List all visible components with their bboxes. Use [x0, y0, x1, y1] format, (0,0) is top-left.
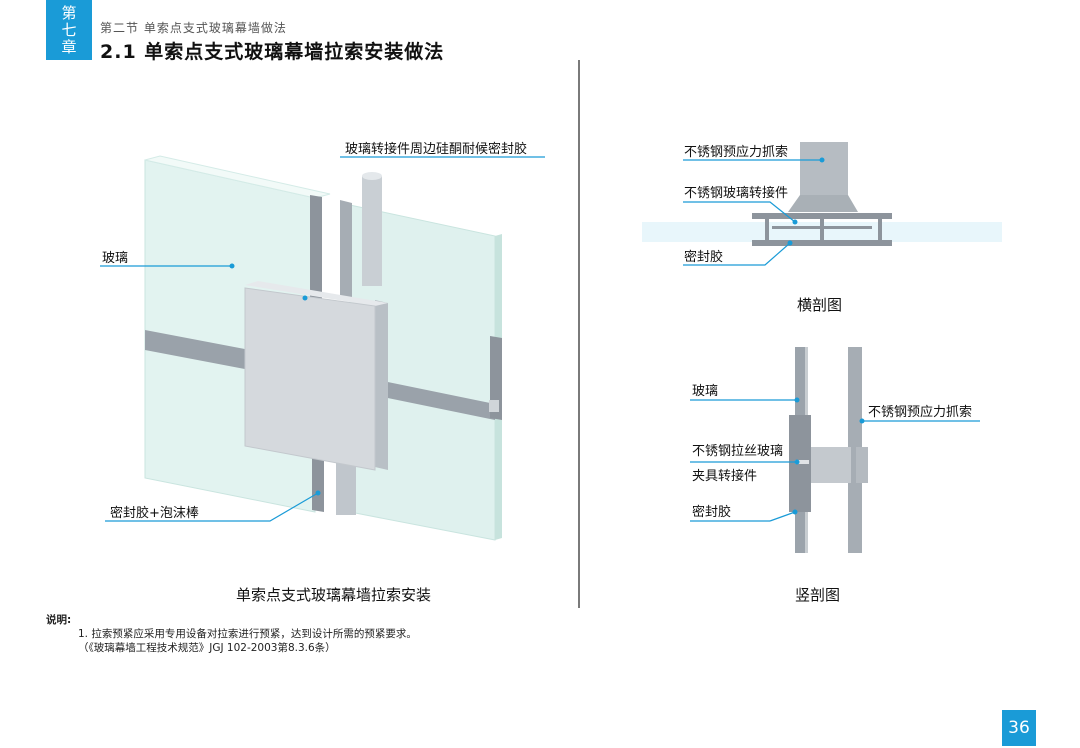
vertical-leader-lines	[690, 399, 980, 522]
right-edge-bolt	[489, 400, 499, 412]
notes-line: 1. 拉索预紧应采用专用设备对拉索进行预紧，达到设计所需的预紧要求。	[78, 628, 417, 640]
glass-pane-right	[848, 347, 862, 553]
notes-title: 说明:	[46, 614, 72, 626]
leader-adapter	[683, 201, 796, 223]
chapter-tab-char: 章	[61, 37, 77, 56]
spacer	[820, 219, 824, 240]
leader-sealant-foam	[105, 492, 319, 522]
caption-main: 单索点支式玻璃幕墙拉索安装	[236, 586, 432, 604]
label-glass: 玻璃	[102, 251, 129, 266]
adapter-plate-side	[375, 300, 388, 470]
notes: 说明: 1. 拉索预紧应采用专用设备对拉索进行预紧，达到设计所需的预紧要求。 （…	[46, 613, 417, 655]
inner-plate	[772, 226, 872, 229]
leader-dot	[315, 490, 321, 496]
leader-dot	[819, 157, 825, 163]
caption-horizontal: 横剖图	[797, 296, 843, 314]
clip-arm	[811, 447, 851, 483]
notes-line: （《玻璃幕墙工程技术规范》JGJ 102-2003第8.3.6条）	[78, 642, 336, 654]
horizontal-joint-right	[378, 380, 495, 420]
glass-pane-top	[752, 213, 892, 219]
horizontal-leader-lines	[683, 159, 822, 266]
chapter-tab-char: 第	[61, 3, 77, 22]
leader-dot	[792, 509, 798, 515]
page-number: 36	[1002, 710, 1036, 746]
vertical-section	[789, 347, 868, 553]
label-v-clip-1: 不锈钢拉丝玻璃	[692, 444, 784, 459]
leader-v-sealant-2	[769, 511, 796, 522]
label-sealant-perimeter: 玻璃转接件周边硅酮耐候密封胶	[345, 142, 528, 157]
right-edge-clip	[490, 336, 502, 420]
label-h-adapter: 不锈钢玻璃转接件	[684, 186, 789, 201]
leader-dot	[794, 459, 800, 465]
horizontal-section	[642, 142, 1002, 246]
chapter-tab: 第 七 章	[46, 0, 92, 60]
leader-dot	[302, 295, 308, 301]
vertical-joint-top	[310, 195, 322, 300]
adapter-plate-top	[245, 281, 388, 306]
adapter-plate	[244, 287, 376, 471]
leader-dot	[859, 418, 865, 424]
main-leader-lines	[100, 156, 545, 522]
caption-vertical: 竖剖图	[795, 586, 841, 604]
spacer	[765, 219, 769, 240]
label-v-sealant: 密封胶	[692, 505, 732, 520]
label-v-glass: 玻璃	[692, 384, 719, 399]
leader-dot	[229, 263, 235, 269]
isometric-curtain-wall	[144, 155, 502, 541]
leader-dot	[794, 397, 800, 403]
bolt	[795, 460, 809, 464]
cable-top-cap	[362, 172, 382, 180]
page-title: 2.1 单索点支式玻璃幕墙拉索安装做法	[100, 41, 445, 63]
glass-pane-bottom	[752, 240, 892, 246]
leader-sealant	[683, 242, 791, 266]
label-sealant-foam: 密封胶+泡沫棒	[110, 506, 199, 521]
label-v-clamp: 不锈钢预应力抓索	[868, 405, 973, 420]
spacer	[878, 219, 882, 240]
label-h-sealant: 密封胶	[684, 250, 724, 265]
clamp-block-face	[800, 142, 848, 195]
vertical-joint-top-2	[340, 200, 352, 300]
cable-top	[362, 176, 382, 286]
leader-dot	[787, 240, 793, 246]
label-v-clip-2: 夹具转接件	[692, 469, 758, 484]
cable-bottom	[336, 455, 356, 515]
column-divider	[578, 60, 580, 608]
clamp-plate	[856, 447, 868, 483]
section-label: 第二节 单索点支式玻璃幕墙做法	[100, 21, 287, 35]
horizontal-joint-left	[145, 330, 250, 370]
glass-panel-left-edge	[144, 155, 331, 199]
leader-dot	[792, 219, 798, 225]
vertical-joint-bottom	[312, 455, 324, 512]
label-h-clamp: 不锈钢预应力抓索	[684, 145, 789, 160]
chapter-tab-char: 七	[61, 20, 77, 39]
